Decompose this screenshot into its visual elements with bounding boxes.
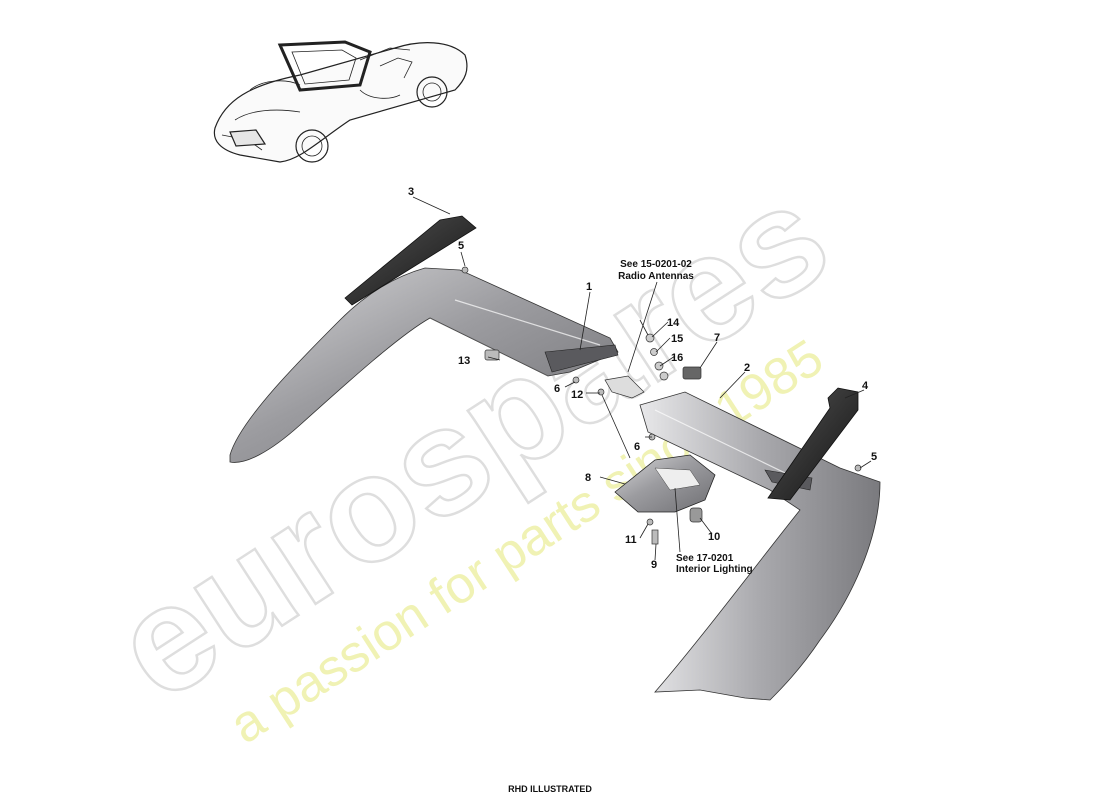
fixings — [461, 266, 862, 545]
header-trim-left — [229, 267, 619, 463]
reference-notes: See 15-0201-02 Radio Antennas See 17-020… — [618, 259, 753, 575]
car-thumbnail — [213, 40, 468, 163]
radio-ref-line1: See 15-0201-02 — [620, 259, 692, 270]
callout-numbers: 3 5 1 13 6 12 14 15 16 7 2 4 6 5 8 10 11… — [408, 186, 877, 571]
callout-13: 13 — [458, 355, 470, 367]
leader-lines — [412, 196, 872, 561]
radio-ref-line2: Radio Antennas — [618, 271, 694, 282]
callout-16: 16 — [671, 352, 683, 364]
callout-1: 1 — [586, 281, 592, 293]
footer-caption: RHD ILLUSTRATED — [508, 784, 592, 794]
callout-10: 10 — [708, 531, 720, 543]
header-trim-right — [639, 391, 881, 701]
roof-console — [614, 454, 716, 513]
callout-3: 3 — [408, 186, 414, 198]
fixing-16a — [654, 361, 664, 371]
lighting-ref-line2: Interior Lighting — [676, 564, 753, 575]
callout-4: 4 — [862, 380, 869, 392]
callout-15: 15 — [671, 333, 683, 345]
antenna-bracket — [604, 375, 645, 399]
callout-7: 7 — [714, 332, 720, 344]
callout-6-right: 6 — [634, 441, 640, 453]
screw-12 — [597, 388, 605, 396]
seal-strip-right — [767, 387, 859, 501]
callout-6-left: 6 — [554, 383, 560, 395]
seal-strip-left — [344, 215, 477, 306]
callout-5-right: 5 — [871, 451, 877, 463]
screw-6a — [572, 376, 580, 384]
clip-7 — [682, 366, 702, 380]
clip-11 — [646, 518, 654, 526]
clip-13 — [484, 349, 500, 361]
bulb-9 — [651, 529, 659, 545]
fixing-16b — [659, 371, 669, 381]
callout-2: 2 — [744, 362, 750, 374]
screw-5b — [854, 464, 862, 472]
callout-9: 9 — [651, 559, 657, 571]
screw-5a — [461, 266, 469, 274]
bulb-10 — [689, 507, 703, 523]
fixing-14 — [645, 333, 655, 343]
callout-5-top: 5 — [458, 240, 464, 252]
lighting-ref-line1: See 17-0201 — [676, 553, 734, 564]
callout-12: 12 — [571, 389, 583, 401]
callout-8: 8 — [585, 472, 591, 484]
callout-14: 14 — [667, 317, 680, 329]
callout-11: 11 — [625, 534, 637, 546]
fixing-15 — [650, 348, 658, 356]
